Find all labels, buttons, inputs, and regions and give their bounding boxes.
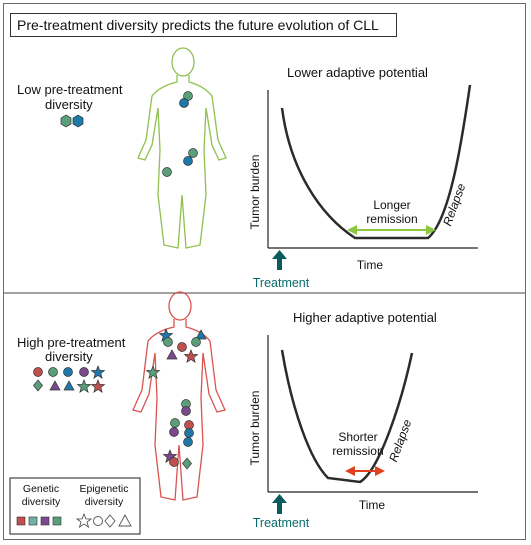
- legend-square-teal: [28, 516, 38, 526]
- low-sample-hexagon-green-icon: [60, 114, 72, 128]
- cell-diamond-icon: [182, 457, 192, 470]
- top-curve: [280, 84, 472, 240]
- high-diversity-label-1: High pre-treatment: [17, 335, 126, 350]
- sample-star-red-icon: [90, 379, 106, 394]
- low-sample-hexagon-blue-icon: [72, 114, 84, 128]
- cell-triangle-icon: [195, 329, 207, 340]
- legend-genetic-1: Genetic: [23, 483, 59, 495]
- cell-icon: [183, 437, 193, 447]
- cell-icon: [191, 337, 201, 347]
- cell-icon: [183, 156, 193, 166]
- high-sample-row-1: [33, 365, 106, 380]
- low-diversity-label-2: diversity: [45, 97, 93, 112]
- cell-icon: [177, 342, 187, 352]
- sample-triangle-purple-icon: [49, 380, 61, 391]
- bottom-y-label: Tumor burden: [248, 391, 262, 466]
- bottom-remission-label-2: remission: [332, 444, 383, 458]
- bottom-remission-label-1: Shorter: [338, 430, 377, 444]
- top-treatment-label: Treatment: [253, 276, 310, 290]
- legend-epigenetic-shapes: [75, 512, 132, 529]
- legend-circle-icon: [93, 516, 103, 526]
- legend-square-purple: [40, 516, 50, 526]
- high-sample-row-2: [33, 379, 106, 394]
- cell-star-icon: [145, 365, 161, 380]
- bottom-relapse-label: Relapse: [386, 417, 414, 463]
- sample-circle-blue-icon: [63, 367, 73, 377]
- legend-star-icon: [75, 512, 93, 529]
- bottom-axes: [267, 335, 478, 493]
- cell-icon: [179, 98, 189, 108]
- cell-icon: [181, 406, 191, 416]
- top-remission-label-2: remission: [366, 212, 417, 226]
- sample-star-green-icon: [76, 379, 92, 394]
- legend-diamond-icon: [104, 514, 116, 528]
- legend-square-green: [52, 516, 62, 526]
- low-body-cells: [162, 91, 198, 177]
- cell-icon: [184, 428, 194, 438]
- treatment-arrow-bottom: [272, 494, 287, 514]
- figure-title: Pre-treatment diversity predicts the fut…: [10, 13, 397, 37]
- top-remission-label-1: Longer: [373, 198, 410, 212]
- top-x-label: Time: [357, 258, 384, 272]
- high-body-cells: [145, 328, 207, 470]
- cell-icon: [163, 337, 173, 347]
- top-y-label: Tumor burden: [248, 155, 262, 230]
- cell-triangle-icon: [166, 349, 178, 360]
- top-relapse-label: Relapse: [440, 181, 468, 227]
- legend-epigenetic-1: Epigenetic: [79, 483, 128, 495]
- sample-circle-red-icon: [33, 367, 43, 377]
- cell-icon: [169, 427, 179, 437]
- body-outline-low: [137, 47, 227, 249]
- cell-icon: [169, 457, 179, 467]
- top-axes: [267, 90, 478, 249]
- sample-circle-teal-icon: [48, 367, 58, 377]
- bottom-x-label: Time: [359, 498, 386, 512]
- cell-icon: [188, 148, 198, 158]
- bottom-curve: [280, 349, 414, 484]
- bottom-chart-title: Higher adaptive potential: [293, 310, 437, 325]
- sample-diamond-green-icon: [33, 379, 43, 392]
- treatment-arrow-top: [272, 250, 287, 270]
- high-diversity-label-2: diversity: [45, 349, 93, 364]
- bottom-treatment-label: Treatment: [253, 516, 310, 530]
- cell-star-icon: [183, 349, 199, 364]
- legend-triangle-icon: [118, 514, 132, 527]
- low-diversity-label-1: Low pre-treatment: [17, 82, 123, 97]
- sample-triangle-blue-icon: [63, 380, 75, 391]
- legend-genetic-2: diversity: [22, 496, 61, 508]
- sample-circle-purple-icon: [79, 367, 89, 377]
- top-chart-title: Lower adaptive potential: [287, 65, 428, 80]
- legend-epigenetic-2: diversity: [85, 496, 124, 508]
- legend-square-red: [16, 516, 26, 526]
- cell-icon: [170, 418, 180, 428]
- figure-frame: [3, 3, 526, 540]
- body-outline-high: [132, 291, 226, 501]
- cell-icon: [184, 420, 194, 430]
- cell-icon: [162, 167, 172, 177]
- sample-star-blue-icon: [90, 365, 106, 380]
